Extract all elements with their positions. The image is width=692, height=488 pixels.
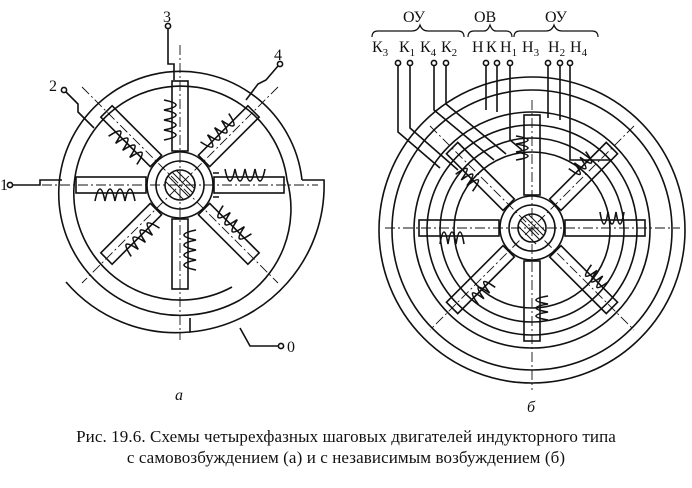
terminal-label-H2: Н2 (548, 39, 565, 59)
yoke-arc-bottom (65, 281, 191, 334)
terminal-label-K: К (486, 39, 497, 56)
figure-caption-line-2: с самовозбуждением (а) и с независимым в… (126, 448, 566, 467)
diagram-a-labels: 1 2 3 4 0 а (0, 9, 295, 404)
terminal-label-H4: Н4 (570, 39, 588, 59)
terminal-label-4: 4 (274, 47, 282, 64)
diagram-b-labels: ОУ ОВ ОУ К3 К1 К4 К2 Н К Н1 Н3 Н2 Н4 б (372, 9, 588, 416)
terminal-leads (6, 22, 285, 350)
group-label-ou-right: ОУ (545, 9, 568, 26)
diagram-a-sublabel: а (175, 387, 183, 404)
pole-45 (197, 202, 261, 266)
pole-b-270 (515, 114, 541, 196)
diagram-a (6, 22, 325, 350)
yoke-extension-inner (239, 179, 292, 301)
group-label-ov: ОВ (474, 9, 496, 26)
terminal-dots (394, 59, 574, 67)
pole-90 (171, 218, 197, 290)
stator-outer-ring (57, 70, 303, 317)
yoke-extension-outer (189, 179, 325, 333)
pole-270 (163, 80, 189, 152)
pole-b-225 (445, 141, 516, 212)
diagram-b (371, 23, 686, 390)
pole-b-0 (564, 211, 646, 237)
pole-180 (75, 176, 147, 202)
terminal-label-0: 0 (287, 339, 295, 356)
terminal-label-2: 2 (49, 78, 57, 95)
pole-b-90 (523, 260, 549, 342)
terminal-label-H3: Н3 (522, 39, 540, 59)
terminal-label-3: 3 (163, 9, 171, 26)
terminal-label-1: 1 (0, 177, 8, 194)
terminal-label-K4: К4 (420, 39, 437, 59)
pole-225 (99, 104, 163, 168)
diagram-b-sublabel: б (527, 399, 536, 416)
terminal-label-K2: К2 (441, 39, 457, 59)
axis-lines (385, 100, 680, 390)
terminal-leads (397, 66, 612, 171)
pole-135 (99, 202, 163, 266)
pole-b-315 (548, 141, 619, 212)
terminal-label-K1: К1 (399, 39, 415, 59)
axis-lines (42, 45, 318, 340)
terminal-label-H: Н (472, 39, 484, 56)
group-braces (371, 23, 599, 38)
terminal-label-H1: Н1 (500, 39, 517, 59)
terminal-label-K3: К3 (372, 39, 389, 59)
group-label-ou-left: ОУ (403, 9, 426, 26)
pole-0 (213, 168, 285, 198)
pole-b-180 (418, 219, 500, 245)
figure-caption-line-1: Рис. 19.6. Схемы четырехфазных шаговых д… (76, 427, 616, 446)
